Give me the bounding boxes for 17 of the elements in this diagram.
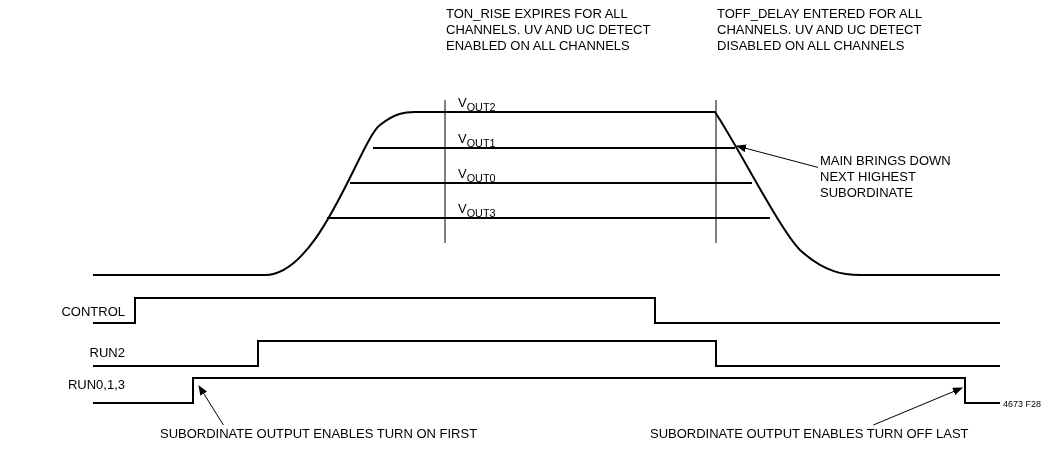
trace-label: V$_{OUT2}$ [458, 95, 496, 115]
signal-name: CONTROL [61, 304, 125, 320]
callout-text: SUBORDINATE OUTPUT ENABLES TURN ON FIRST [160, 426, 478, 442]
leader-line [736, 144, 819, 168]
voltage-waveform [92, 111, 1001, 276]
signal-name: RUN0,1,3 [67, 377, 125, 393]
trace-label: V$_{OUT1}$ [458, 131, 496, 151]
callout-text: MAIN BRINGS DOWN NEXT HIGHEST SUBORDINATE [820, 153, 952, 201]
leader-line [198, 385, 224, 426]
figure-number: 4673 F28 [1003, 398, 1042, 411]
callout-text: SUBORDINATE OUTPUT ENABLES TURN OFF LAST [650, 426, 969, 442]
signal-name: RUN2 [89, 345, 125, 361]
trace-label: V$_{OUT0}$ [458, 166, 496, 186]
annotation-text: TOFF_DELAY ENTERED FOR ALL CHANNELS. UV AND UC DETECT DISABLED ON ALL CHANNELS [717, 6, 923, 54]
trace-label: V$_{OUT3}$ [458, 201, 496, 221]
annotation-text: TON_RISE EXPIRES FOR ALL CHANNELS. UV AND UC DETECT ENABLED ON ALL CHANNELS [446, 6, 652, 54]
leader-line [872, 387, 963, 426]
